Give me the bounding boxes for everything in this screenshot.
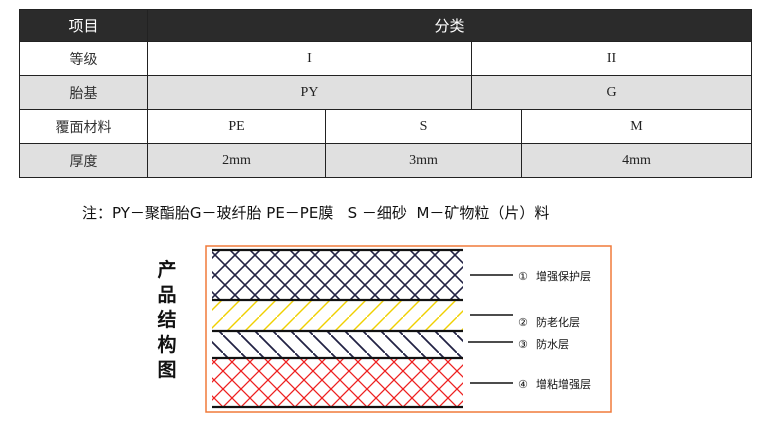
- cell: II: [470, 41, 753, 76]
- cell: I: [147, 41, 472, 76]
- footnote: 注：PY－聚酯胎G－玻纤胎 PE－PE膜 S －细砂 M－矿物粒（片）料: [82, 204, 550, 222]
- cell: PE: [147, 109, 326, 144]
- cell: G: [470, 75, 753, 110]
- layer-number: ②: [518, 316, 528, 329]
- cell: 2mm: [147, 143, 326, 178]
- layer-name: 增强保护层: [536, 270, 591, 283]
- title-char: 结: [157, 309, 177, 331]
- layer-number: ④: [518, 378, 528, 391]
- leader-lines: [468, 274, 513, 384]
- row-label: 厚度: [19, 143, 148, 178]
- layer-label: ② 防老化层: [518, 314, 580, 330]
- layer-name: 防老化层: [536, 316, 580, 329]
- layer-name: 防水层: [536, 338, 569, 351]
- layer-label: ③ 防水层: [518, 336, 569, 352]
- layer-separators: [212, 248, 463, 409]
- title-char: 构: [157, 334, 177, 356]
- layer-number: ①: [518, 270, 528, 283]
- row-label: 等级: [19, 41, 148, 76]
- diagram-title: 产 品 结 构 图: [155, 258, 179, 383]
- layer-4-adhesion: [212, 358, 463, 407]
- header-item: 项目: [19, 9, 148, 42]
- header-category: 分类: [146, 9, 753, 42]
- row-label: 覆面材料: [19, 109, 148, 144]
- cell: PY: [147, 75, 472, 110]
- title-char: 产: [157, 259, 177, 281]
- title-char: 图: [157, 359, 177, 381]
- layer-label: ① 增强保护层: [518, 268, 591, 284]
- cell: S: [325, 109, 522, 144]
- title-char: 品: [157, 284, 177, 306]
- row-label: 胎基: [19, 75, 148, 110]
- layer-2-anti-aging: [212, 300, 463, 331]
- layer-3-waterproof: [212, 331, 463, 358]
- structure-diagram: [205, 245, 612, 413]
- cell: 3mm: [325, 143, 522, 178]
- spec-table: 项目 分类 等级 I II 胎基 PY G 覆面材料 PE S M 厚度 2mm…: [19, 9, 753, 178]
- layer-number: ③: [518, 338, 528, 351]
- layer-label: ④ 增粘增强层: [518, 376, 591, 392]
- cell: 4mm: [520, 143, 753, 178]
- layer-name: 增粘增强层: [536, 378, 591, 391]
- layer-1-reinforcement: [212, 251, 463, 300]
- cell: M: [520, 109, 753, 144]
